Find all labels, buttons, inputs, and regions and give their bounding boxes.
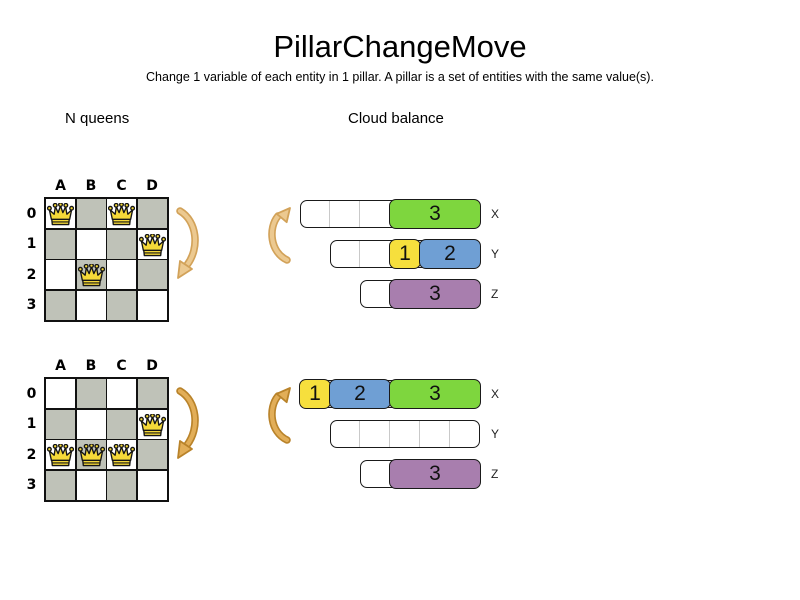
queen-icon — [138, 413, 166, 436]
board-cell — [46, 199, 75, 228]
board-cell — [107, 260, 136, 289]
board-row-label: 1 — [26, 416, 37, 432]
board-cell — [76, 409, 106, 439]
board-col-label: D — [146, 358, 158, 374]
computer-label: Y — [491, 427, 500, 441]
board-cell — [76, 260, 106, 289]
page-title: PillarChangeMove — [273, 29, 527, 64]
board-cell — [46, 409, 75, 439]
board-cell — [107, 409, 136, 439]
board-col-label: C — [116, 358, 127, 374]
queen-icon — [108, 444, 135, 467]
section-label-cloud-balance: Cloud balance — [348, 110, 444, 127]
board-cell — [137, 379, 167, 408]
process-block: 3 — [389, 199, 481, 229]
board-cell — [137, 409, 167, 439]
board-cell — [46, 440, 75, 469]
process-block: 1 — [389, 239, 421, 269]
slot-divider — [419, 421, 420, 447]
board-row-label: 0 — [26, 205, 37, 222]
queen-icon — [47, 203, 74, 226]
computer-bar-y — [330, 420, 480, 448]
board-cell — [46, 379, 75, 408]
board-col-label: D — [146, 178, 158, 194]
move-arrow-down-icon — [176, 207, 199, 279]
slot-divider — [449, 421, 450, 447]
queen-icon — [77, 444, 105, 467]
process-block: 3 — [389, 379, 481, 409]
computer-label: Z — [491, 467, 499, 481]
chessboard-before: A B C D 0 1 2 3 — [27, 178, 169, 322]
board-col-label: A — [55, 178, 66, 194]
slot-divider — [359, 201, 360, 227]
board-grid — [44, 377, 169, 502]
board-row-label: 1 — [26, 236, 37, 252]
slot-divider — [359, 241, 360, 267]
board-cell — [76, 470, 106, 500]
board-row-label: 0 — [26, 385, 37, 402]
slot-divider — [389, 421, 390, 447]
board-row-label: 3 — [26, 477, 37, 493]
board-col-label: B — [85, 358, 97, 374]
board-cell — [137, 440, 167, 469]
board-row-label: 2 — [26, 266, 37, 283]
process-block: 1 — [299, 379, 331, 409]
computer-bar-z: 3 — [360, 459, 481, 489]
board-cell — [46, 470, 75, 500]
board-cell — [137, 290, 167, 320]
board-cell — [46, 229, 75, 259]
board-cell — [76, 229, 106, 259]
board-row-label: 3 — [26, 297, 37, 313]
chessboard-after: A B C D 0 1 2 3 — [27, 358, 169, 502]
board-col-label: B — [85, 178, 97, 194]
queen-icon — [138, 233, 166, 256]
process-block: 3 — [389, 459, 481, 489]
board-col-label: A — [55, 358, 66, 374]
board-cell — [107, 229, 136, 259]
board-cell — [76, 199, 106, 228]
board-cell — [137, 470, 167, 500]
queen-icon — [47, 444, 74, 467]
process-block: 3 — [389, 279, 481, 309]
move-arrow-up-icon — [268, 207, 291, 264]
queen-icon — [77, 264, 105, 287]
board-cell — [46, 290, 75, 320]
process-block: 2 — [329, 379, 391, 409]
board-cell — [107, 440, 136, 469]
move-arrow-down-icon — [176, 387, 199, 459]
section-label-nqueens: N queens — [65, 110, 130, 127]
board-cell — [76, 290, 106, 320]
board-row-label: 2 — [26, 446, 37, 463]
board-cell — [137, 260, 167, 289]
process-block: 2 — [419, 239, 481, 269]
page-subtitle: Change 1 variable of each entity in 1 pi… — [146, 70, 654, 84]
slot-divider — [359, 421, 360, 447]
computer-label: Z — [491, 287, 499, 301]
computer-label: Y — [491, 247, 500, 261]
board-grid — [44, 197, 169, 322]
board-cell — [76, 379, 106, 408]
board-cell — [137, 199, 167, 228]
queen-icon — [108, 203, 135, 226]
computer-bar-x: 3 — [300, 199, 481, 229]
board-cell — [107, 199, 136, 228]
computer-bar-z: 3 — [360, 279, 481, 309]
slot-divider — [329, 201, 330, 227]
board-cell — [46, 260, 75, 289]
move-arrow-up-icon — [268, 387, 291, 444]
board-cell — [107, 470, 136, 500]
board-col-label: C — [116, 178, 127, 194]
computer-label: X — [491, 387, 500, 401]
board-cell — [76, 440, 106, 469]
board-cell — [137, 229, 167, 259]
board-cell — [107, 379, 136, 408]
computer-label: X — [491, 207, 500, 221]
board-cell — [107, 290, 136, 320]
